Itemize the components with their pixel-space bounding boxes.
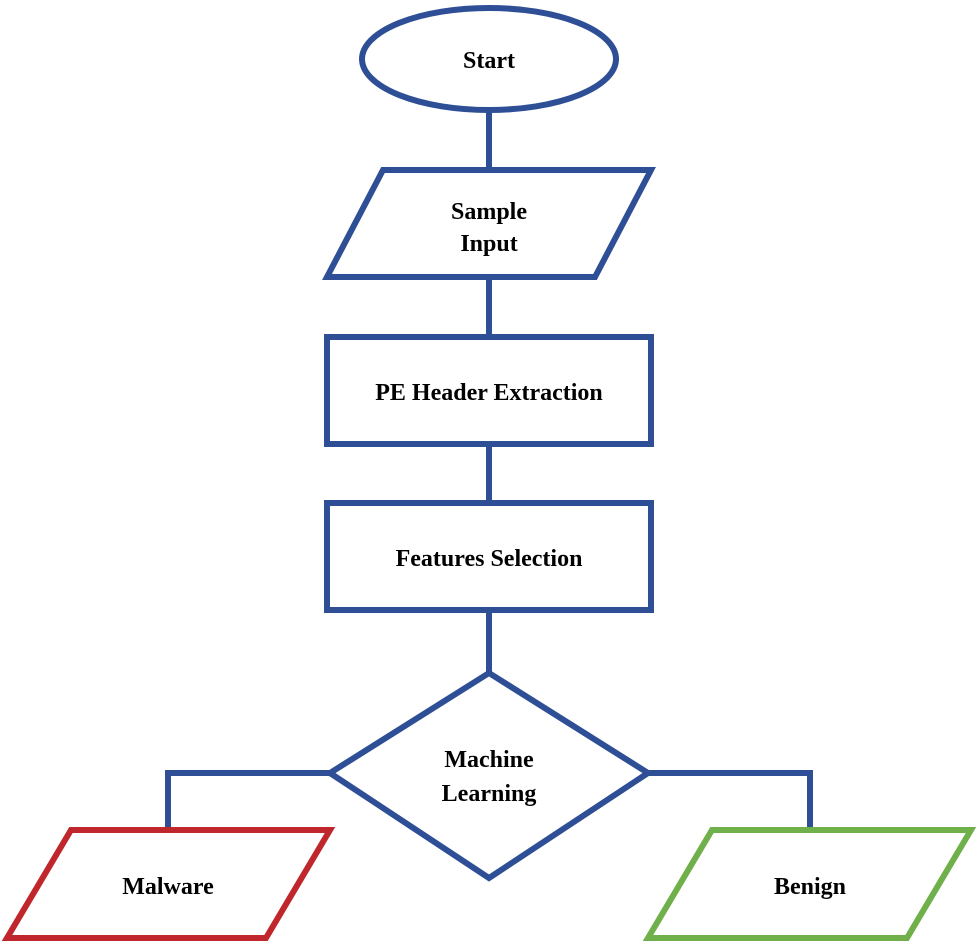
malware-node: Malware	[1, 827, 336, 941]
malware-label: Malware	[122, 874, 214, 900]
benign-shape	[642, 827, 977, 941]
start-node: Start	[359, 5, 619, 113]
benign-label: Benign	[774, 874, 846, 900]
start-label: Start	[463, 48, 515, 74]
machine-learning-label-line-1: Machine	[444, 747, 534, 773]
connector-machine-learning-to-benign	[648, 770, 813, 830]
malware-shape	[1, 827, 336, 941]
features-selection-shape	[324, 500, 654, 613]
features-selection-label: Features Selection	[396, 546, 583, 572]
machine-learning-decision-shape	[324, 669, 654, 882]
start-terminator-shape	[359, 5, 619, 113]
connector-machine-learning-to-malware	[165, 770, 330, 830]
sample-input-label-line-1: Sample	[451, 199, 527, 225]
features-selection-node: Features Selection	[324, 500, 654, 613]
pe-header-extraction-shape	[324, 334, 654, 447]
pe-header-extraction-label: PE Header Extraction	[375, 380, 603, 406]
pe-header-extraction-node: PE Header Extraction	[324, 334, 654, 447]
sample-input-label-line-2: Input	[460, 231, 517, 257]
sample-input-node: Sample Input	[322, 167, 656, 280]
machine-learning-node: Machine Learning	[324, 669, 654, 882]
benign-node: Benign	[642, 827, 977, 941]
machine-learning-label-line-2: Learning	[442, 781, 537, 807]
sample-input-shape	[322, 167, 656, 280]
